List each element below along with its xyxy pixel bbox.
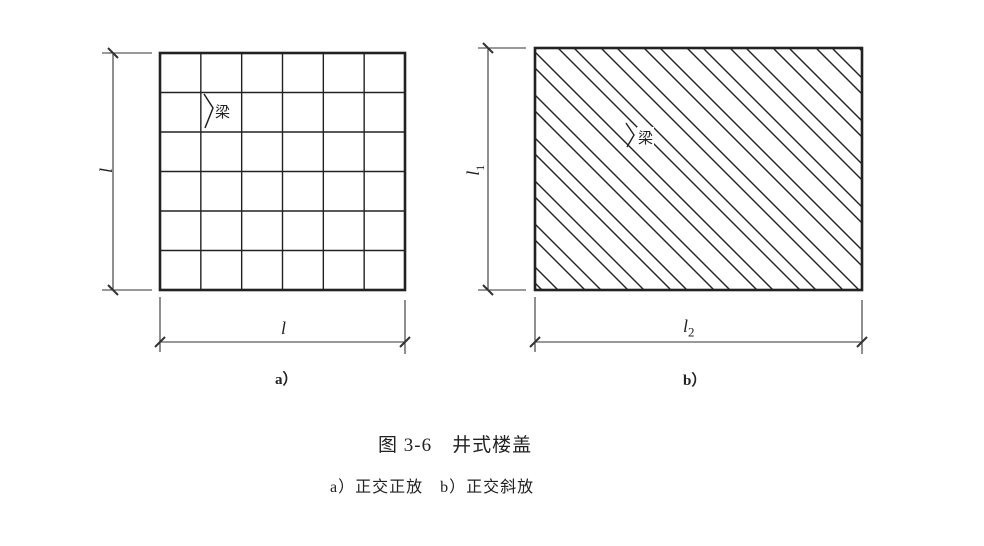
panel-b-beam-diagonal [535,110,715,290]
panel-b-beam-diagonal [600,48,844,290]
panel-b-beam-diagonal [0,28,148,310]
panel-b-boundary [533,46,864,292]
panel-a-dimension-vertical [102,47,152,296]
panel-b-beam-diagonal [616,48,860,290]
panel-b-beam-diagonal [686,48,862,224]
panel-b-beam-diagonal [772,48,862,138]
panel-b-beam-diagonal [855,28,984,310]
panel-b-beam-diagonal [535,223,602,290]
panel-b-dimension-horizontal [529,297,868,354]
panel-b-beam-diagonal [194,28,476,310]
panel-b-dim-vertical-symbol: l [463,170,484,176]
panel-b-beam-diagonal [0,28,261,310]
panel-b-beam-diagonal [0,28,19,310]
panel-b-beam-diagonal [745,48,862,165]
panel-b-beam-diagonal [573,48,817,290]
panel-a-caption-label: a） [275,372,298,388]
panel-b-beam-leader [625,122,635,148]
panel-b-beam-diagonal [38,28,320,310]
panel-b-beam-diagonal [535,94,731,290]
panel-b-beam-diagonal [0,28,62,310]
panel-b-beam-diagonal [729,48,862,181]
panel-b-beam-diagonal [210,28,492,310]
panel-b-dim-horizontal-symbol: l [683,316,689,336]
panel-a-boundary [158,51,407,292]
panel-a-dim-vertical-label: l [96,167,117,174]
panel-b-caption-label: b） [683,373,707,389]
panel-b-dim-horizontal-subscript: 2 [688,324,695,340]
panel-b-beam-diagonal [831,48,862,79]
panel-b-beam-diagonal [253,28,535,310]
panel-b-beam-diagonal [535,51,774,290]
panel-b-dim-vertical-subscript: 1 [472,164,487,171]
panel-b-beam-diagonal [557,48,801,290]
panel-b-beam-diagonal [925,28,984,310]
panel-b-beam-diagonal [535,180,645,290]
panel-b-diagonal-grid [0,28,984,310]
figure-title: 图 3-6 井式楼盖 [378,435,533,456]
panel-b-beam-diagonal [151,28,433,310]
panel-a-beam-leader [203,93,214,129]
panel-b-beam-diagonal [659,48,862,251]
panel-b-dimension-vertical [478,42,526,296]
panel-b-beam-diagonal [535,67,758,290]
panel-b-beam-diagonal [167,28,449,310]
panel-b-beam-diagonal [968,28,984,310]
figure-subtitle: a）正交正放 b）正交斜放 [330,479,535,496]
panel-b-beam-diagonal [0,28,277,310]
panel-b-beam-diagonal [882,28,984,310]
panel-b-beam-diagonal [22,28,304,310]
panel-b-beam-label: 梁 [637,127,655,148]
panel-a-dim-horizontal-label: l [281,318,287,338]
panel-b-beam-diagonal [941,28,984,310]
panel-b-beam-diagonal [788,48,862,122]
panel-b-beam-diagonal [108,28,390,310]
panel-b-beam-diagonal [535,239,586,290]
panel-b-beam-diagonal [81,28,363,310]
panel-a-beam-label: 梁 [215,105,231,121]
panel-b-dim-vertical-label: l1 [463,165,488,176]
panel-b-beam-diagonal [898,28,984,310]
panel-b-dim-horizontal-label: l2 [683,316,695,341]
panel-b-beam-diagonal [702,48,862,208]
panel-b-beam-diagonal [535,137,688,290]
panel-b-beam-diagonal [815,48,862,95]
panel-b-beam-diagonal [0,28,105,310]
panel-b-beam-diagonal [643,48,862,267]
panel-b-beam-diagonal [535,282,543,290]
panel-a-dimension-horizontal [154,297,411,354]
panel-b-beam-diagonal [535,153,672,290]
panel-a-orthogonal-grid [158,51,407,292]
panel-b-beam-diagonal [535,196,629,290]
